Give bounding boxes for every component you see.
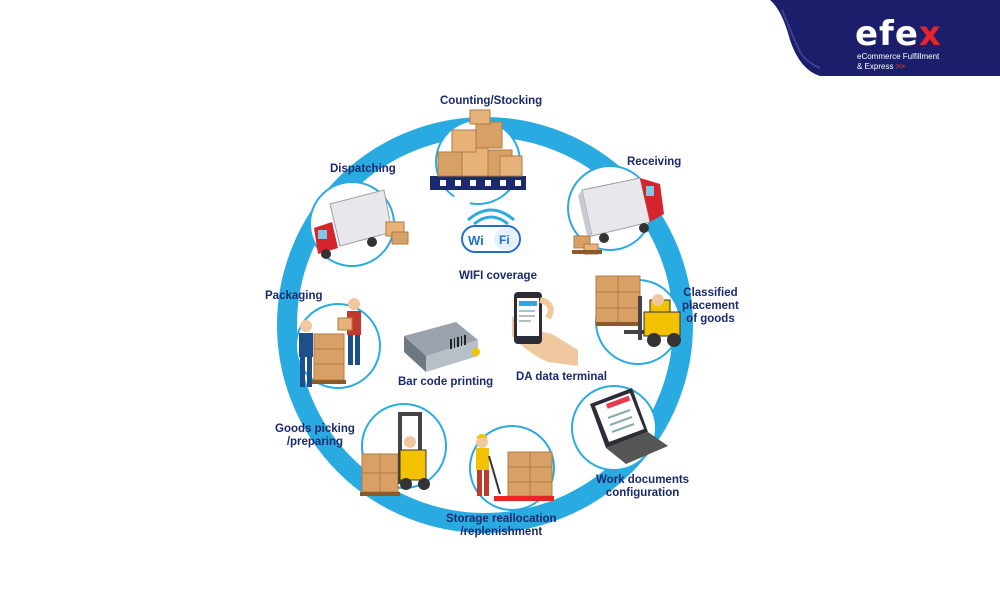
label-counting-stocking: Counting/Stocking <box>440 95 543 107</box>
label-storage-reallocation: Storage reallocation /replenishment <box>446 513 557 538</box>
label-da-data-terminal: DA data terminal <box>516 371 607 383</box>
forklift-pallets-icon <box>595 275 681 347</box>
label-bar-code-printing: Bar code printing <box>398 376 494 388</box>
label-packaging: Packaging <box>265 290 323 302</box>
laptop-icon <box>590 388 668 464</box>
tagline-line2: & Express <box>857 62 894 71</box>
wifi-badge-text-wi: Wi <box>468 233 484 248</box>
tagline-line1: eCommerce Fulfillment <box>857 52 940 61</box>
label-work-documents: Work documents configuration <box>596 474 690 499</box>
brand-x-letter: x <box>918 14 942 54</box>
data-terminal-icon <box>512 292 578 366</box>
label-dispatching: Dispatching <box>330 163 396 175</box>
picking-forklift-icon <box>360 412 430 496</box>
logo-background <box>770 0 1000 76</box>
packaging-workers-icon <box>299 298 361 387</box>
boxes-stack-icon <box>430 109 526 190</box>
label-classified-placement: Classified placement of goods <box>682 287 739 325</box>
pallet-jack-worker-icon <box>476 434 554 501</box>
brand-name: efe <box>855 14 919 54</box>
barcode-printer-icon <box>404 191 480 372</box>
label-goods-picking: Goods picking /preparing <box>275 423 355 448</box>
label-receiving: Receiving <box>627 156 682 168</box>
wifi-icon <box>461 208 521 253</box>
label-wifi-coverage: WIFI coverage <box>459 270 537 282</box>
brand-tagline: eCommerce Fulfillment & Express >> <box>857 52 939 72</box>
dispatching-truck-icon <box>314 189 409 259</box>
receiving-truck-icon <box>572 177 664 255</box>
tagline-arrows: >> <box>895 62 906 71</box>
brand-logo[interactable]: efex <box>855 14 942 54</box>
wifi-badge-text-fi: Fi <box>499 233 510 247</box>
